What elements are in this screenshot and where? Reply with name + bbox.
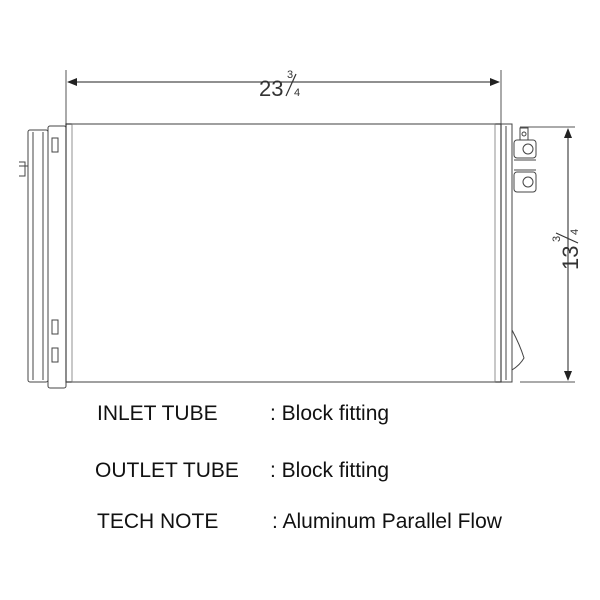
width-dimension: 23 3 4 <box>65 69 502 125</box>
condenser-diagram: 23 3 4 13 3 4 <box>19 69 583 389</box>
width-whole: 23 <box>259 76 283 101</box>
spec-value: : Block fitting <box>270 459 390 482</box>
height-whole: 13 <box>558 246 583 270</box>
block-fitting-outlet <box>513 159 537 193</box>
spec-value: : Block fitting <box>270 402 390 425</box>
spec-row-tech-note: TECH NOTE : Aluminum Parallel Flow <box>0 510 600 540</box>
spec-row-outlet-tube: OUTLET TUBE : Block fitting <box>0 459 600 489</box>
height-denominator: 4 <box>569 229 581 235</box>
width-denominator: 4 <box>294 87 300 99</box>
right-header-tank <box>500 123 525 383</box>
spec-row-inlet-tube: INLET TUBE : Block fitting <box>0 402 600 432</box>
spec-label: INLET TUBE <box>97 402 218 425</box>
height-dimension: 13 3 4 <box>520 126 583 383</box>
spec-label: OUTLET TUBE <box>95 459 239 482</box>
spec-value: : Aluminum Parallel Flow <box>272 510 502 533</box>
receiver-drier <box>19 125 67 389</box>
width-numerator: 3 <box>287 69 293 81</box>
height-numerator: 3 <box>551 236 563 242</box>
spec-label: TECH NOTE <box>97 510 219 533</box>
block-fitting-inlet <box>513 127 537 159</box>
condenser-core <box>65 123 502 383</box>
